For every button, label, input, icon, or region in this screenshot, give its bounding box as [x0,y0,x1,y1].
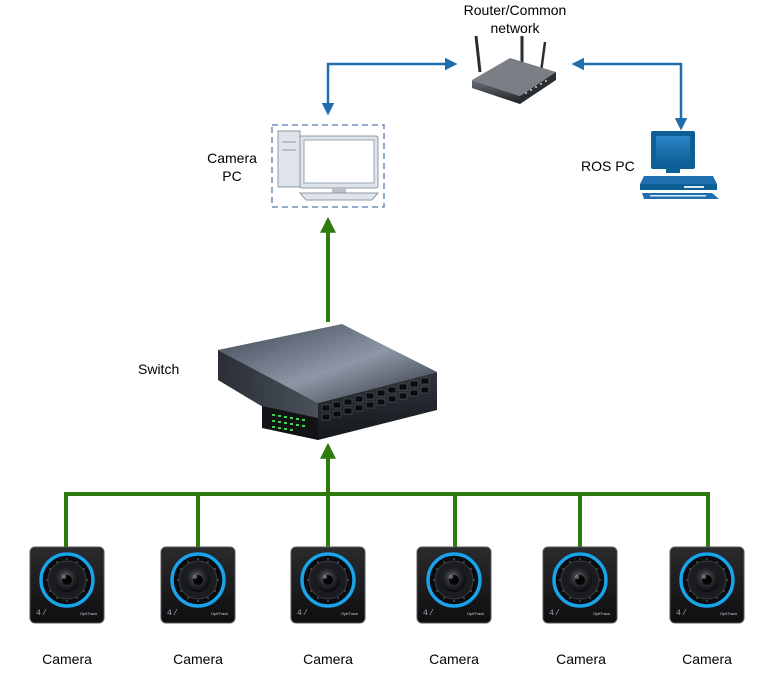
camera-icon-5[interactable]: OptiTrack [541,545,619,625]
camera-brand-6: OptiTrack [720,611,737,616]
camera-label-1: Camera [42,651,92,667]
camera-label-5: Camera [556,651,606,667]
camera-label-6: Camera [682,651,732,667]
link-camera-pc-router [321,57,458,116]
camera-icon-4[interactable]: OptiTrack [415,545,493,625]
camera-icon-2[interactable]: OptiTrack [159,545,237,625]
camera-label-2: Camera [173,651,223,667]
camera-pc-icon[interactable] [271,124,385,208]
router-icon[interactable] [472,35,556,104]
ros-pc-label: ROS PC [581,158,635,174]
camera-icon-3[interactable]: OptiTrack [289,545,367,625]
ros-pc-icon[interactable] [640,131,719,199]
camera-brand-5: OptiTrack [593,611,610,616]
camera-brand-3: OptiTrack [341,611,358,616]
camera-brand-1: OptiTrack [80,611,97,616]
camera-icon-1[interactable]: OptiTrack [28,545,106,625]
camera-bus-line [64,492,710,548]
router-label-line2: network [490,20,540,36]
camera-label-4: Camera [429,651,479,667]
camera-icon-6[interactable]: OptiTrack [668,545,746,625]
camera-brand-4: OptiTrack [467,611,484,616]
router-label-line1: Router/Common [464,2,567,18]
switch-icon[interactable] [218,324,437,440]
link-ros-pc-router [571,57,688,131]
camera-pc-label-line1: Camera [207,150,257,166]
camera-pc-label-line2: PC [222,168,241,184]
camera-drop-lines [196,494,582,548]
switch-label: Switch [138,361,179,377]
camera-brand-2: OptiTrack [211,611,228,616]
camera-label-3: Camera [303,651,353,667]
